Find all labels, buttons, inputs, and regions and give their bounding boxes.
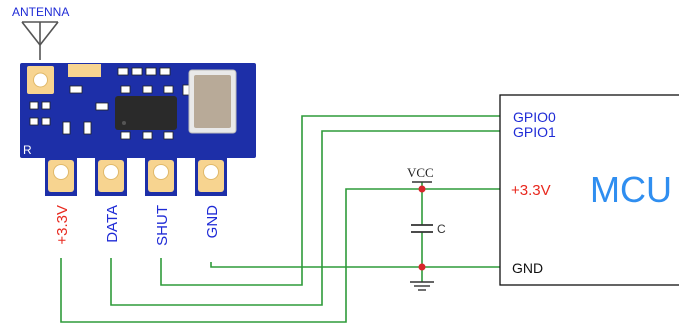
node-gnd bbox=[418, 263, 426, 271]
mcu-pin-vcc: +3.3V bbox=[511, 182, 551, 199]
mcu-block bbox=[499, 94, 679, 286]
wire-vcc bbox=[60, 188, 500, 323]
pin-pad-gnd bbox=[198, 160, 224, 192]
mcu-title: MCU bbox=[590, 169, 672, 210]
mcu-pin-gpio0: GPIO0 bbox=[513, 109, 556, 125]
pin-pad-shut bbox=[148, 160, 174, 192]
antenna-icon bbox=[21, 21, 59, 60]
node-vcc bbox=[418, 185, 426, 193]
smd-components bbox=[29, 67, 191, 140]
pin-label-gnd: GND bbox=[204, 205, 221, 239]
antenna-label: ANTENNA bbox=[12, 5, 69, 19]
mcu-pin-gpio1: GPIO1 bbox=[513, 124, 556, 140]
pin-pad-data bbox=[98, 160, 124, 192]
top-pad bbox=[68, 64, 101, 77]
ic-chip bbox=[115, 96, 177, 130]
capacitor-symbol bbox=[411, 224, 433, 233]
pin-pad-vcc bbox=[48, 160, 74, 192]
antenna-pad bbox=[27, 66, 54, 94]
wire-shut bbox=[160, 115, 500, 286]
vcc-label: VCC bbox=[407, 165, 434, 180]
mcu-pin-gnd: GND bbox=[512, 260, 543, 276]
ground-icon bbox=[410, 281, 434, 291]
capacitor-label: C bbox=[437, 222, 446, 236]
module-marking: R bbox=[23, 143, 32, 157]
pin-label-vcc: +3.3V bbox=[54, 205, 71, 245]
pin-label-data: DATA bbox=[104, 205, 121, 243]
pin-label-shut: SHUT bbox=[154, 205, 171, 246]
wire-gnd bbox=[210, 262, 500, 268]
wire-data bbox=[110, 130, 500, 306]
rf-module: R bbox=[20, 63, 256, 196]
crystal-oscillator bbox=[188, 69, 237, 134]
